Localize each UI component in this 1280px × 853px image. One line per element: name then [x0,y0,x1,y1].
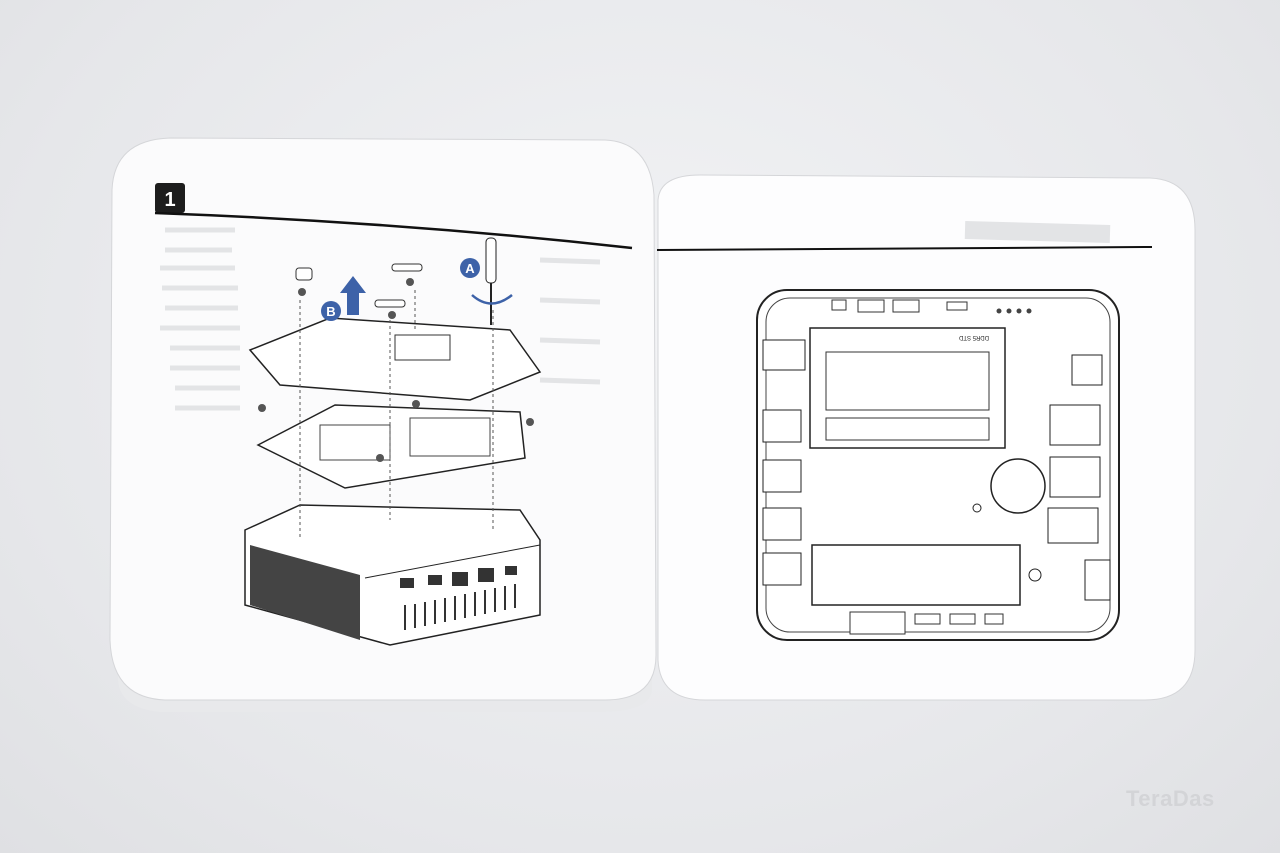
ram-slot [809,327,1006,449]
top-headers [831,299,1004,635]
board-outline [756,289,1120,641]
right-ports [1047,354,1111,601]
rear-ports [400,566,517,588]
left-usb-ports [762,339,806,586]
right-header-rule [656,246,1153,251]
screwdriver-icon [471,237,513,325]
callout-b [321,301,341,321]
cmos-battery [990,458,1046,514]
lid-label-area [394,334,451,361]
step-badge [155,183,185,213]
step-number: 1 [164,189,175,211]
watermark: TeraDas [1126,786,1215,811]
header-rule [154,211,633,250]
ram-slot-label: DDR5 STD [958,334,989,340]
leds [996,308,1032,314]
callout-a-label: A [465,261,475,276]
callout-a [460,258,480,278]
alignment-guides [299,290,494,540]
callout-b-label: B [326,304,335,319]
m2-ssd-slot [811,544,1021,606]
vent-slots [404,584,516,630]
front-grille [250,545,360,640]
screws [258,263,534,462]
ssd-bracket [256,404,526,489]
rotate-arrow-icon [471,294,513,305]
lift-arrow-icon [340,276,366,315]
show-through-text [160,221,1111,411]
